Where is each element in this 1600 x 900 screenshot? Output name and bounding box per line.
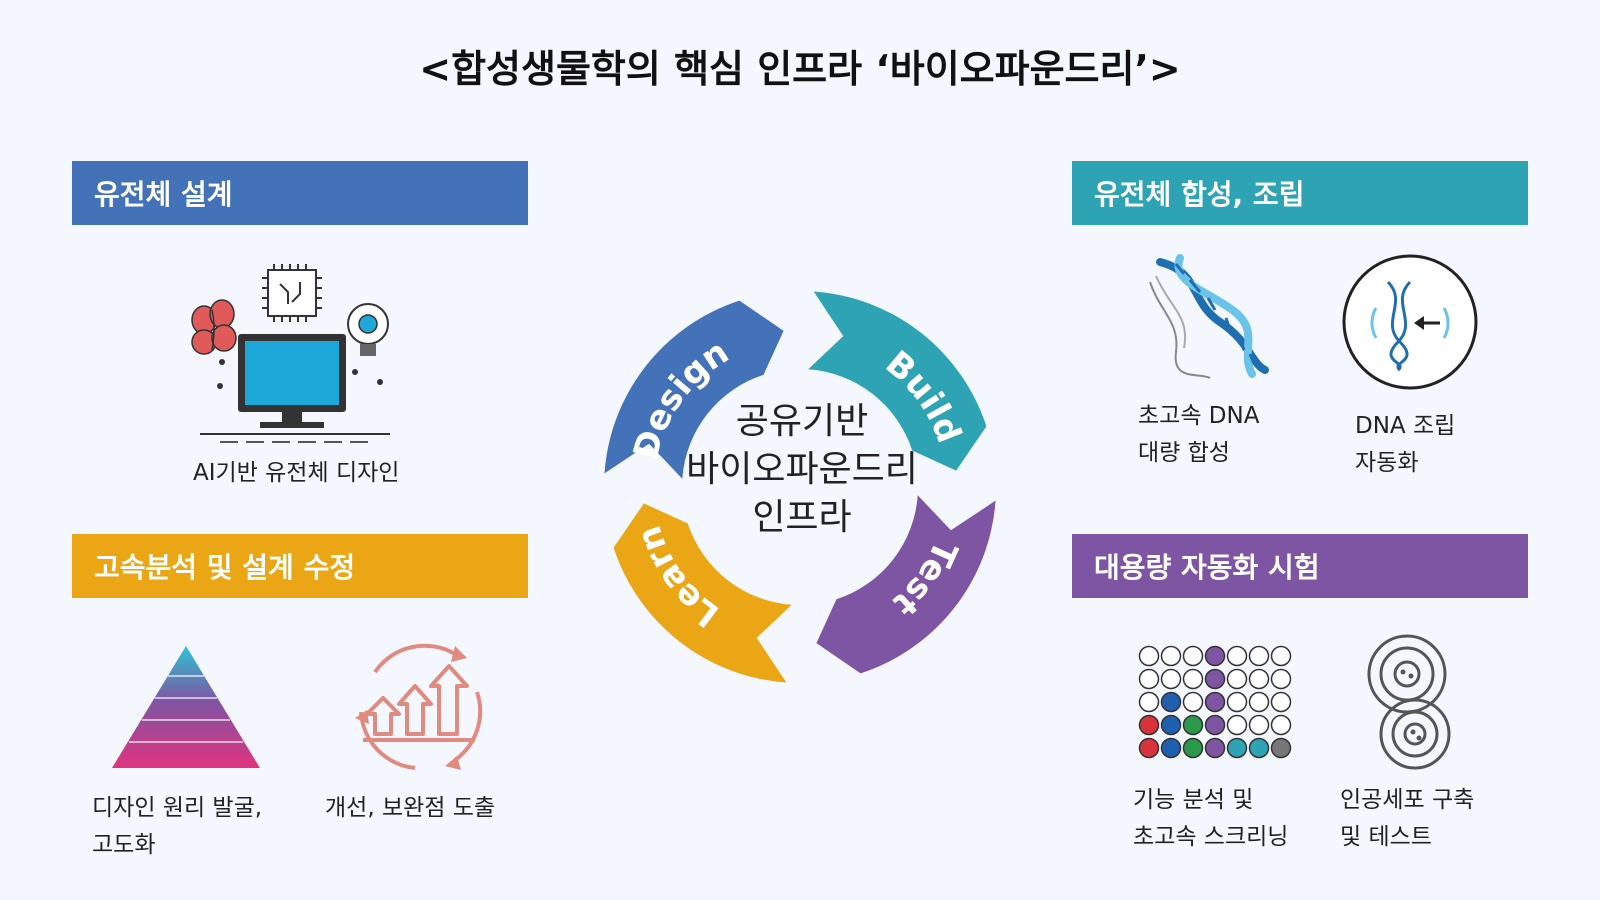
plate-well — [1204, 714, 1226, 736]
design-segment — [604, 300, 784, 479]
cycle-center-text: 공유기반 바이오파운드리 인프라 — [652, 398, 952, 542]
dna-assembly-caption: DNA 조립 자동화 — [1355, 408, 1455, 482]
plate-well — [1160, 668, 1182, 690]
test-header-label: 대용량 자동화 시험 — [1094, 551, 1320, 584]
plate-well — [1138, 737, 1160, 759]
artificial-cell-icon — [1355, 632, 1465, 772]
center-line: 인프라 — [752, 497, 852, 538]
plate-well — [1248, 645, 1270, 667]
plate-well — [1248, 668, 1270, 690]
plate-well — [1160, 714, 1182, 736]
improvement-caption: 개선, 보완점 도출 — [325, 790, 495, 827]
plate-well — [1204, 737, 1226, 759]
plate-well — [1204, 668, 1226, 690]
learn-segment — [613, 503, 792, 683]
dna-assembly-icon — [1340, 252, 1480, 392]
plate-well — [1248, 691, 1270, 713]
ai-computer-icon — [190, 262, 410, 447]
plate-well — [1204, 691, 1226, 713]
dbtl-cycle: Design Build Test Learn — [575, 262, 1025, 716]
dna-helix-icon — [1140, 252, 1280, 382]
plate-well — [1182, 714, 1204, 736]
plate-well — [1270, 714, 1292, 736]
plate-well — [1204, 645, 1226, 667]
plate-well — [1270, 691, 1292, 713]
caption-line: 기능 분석 및 — [1133, 787, 1254, 813]
caption-line: 인공세포 구축 — [1340, 787, 1475, 813]
caption-line: 고도화 — [92, 832, 156, 858]
plate-well — [1248, 737, 1270, 759]
caption-line: DNA 조립 — [1355, 413, 1456, 439]
plate-well — [1138, 645, 1160, 667]
plate-well — [1160, 737, 1182, 759]
caption-line: AI기반 유전체 디자인 — [193, 460, 400, 486]
build-segment — [808, 291, 987, 471]
learn-header-label: 고속분석 및 설계 수정 — [94, 551, 356, 584]
plate-well — [1138, 668, 1160, 690]
pyramid-icon — [108, 642, 264, 772]
plate-well — [1248, 714, 1270, 736]
caption-line: 초고속 DNA — [1138, 403, 1260, 429]
plate-well — [1182, 737, 1204, 759]
center-line: 바이오파운드리 — [686, 449, 918, 490]
plate-well — [1182, 668, 1204, 690]
plate-well — [1270, 645, 1292, 667]
plate-well — [1226, 691, 1248, 713]
center-line: 공유기반 — [735, 401, 869, 442]
page-title: <합성생물학의 핵심 인프라 ‘바이오파운드리’> — [419, 47, 1181, 91]
well-plate-icon — [1138, 645, 1298, 765]
test-segment — [816, 495, 996, 674]
plate-well — [1270, 737, 1292, 759]
dna-synthesis-caption: 초고속 DNA 대량 합성 — [1138, 398, 1259, 472]
artificial-cell-caption: 인공세포 구축 및 테스트 — [1340, 782, 1474, 856]
ai-design-caption: AI기반 유전체 디자인 — [193, 455, 399, 492]
plate-well — [1138, 714, 1160, 736]
learn-section-header: 고속분석 및 설계 수정 — [72, 534, 528, 598]
design-section-header: 유전체 설계 — [72, 161, 528, 225]
caption-line: 초고속 스크리닝 — [1133, 824, 1289, 850]
screening-caption: 기능 분석 및 초고속 스크리닝 — [1133, 782, 1288, 856]
caption-line: 자동화 — [1355, 450, 1419, 476]
growth-cycle-icon — [345, 632, 495, 782]
caption-line: 개선, 보완점 도출 — [325, 795, 496, 821]
plate-well — [1138, 691, 1160, 713]
caption-line: 디자인 원리 발굴, — [92, 795, 263, 821]
plate-well — [1226, 714, 1248, 736]
caption-line: 및 테스트 — [1340, 824, 1432, 850]
build-section-header: 유전체 합성, 조립 — [1072, 161, 1528, 225]
plate-well — [1226, 668, 1248, 690]
caption-line: 대량 합성 — [1138, 440, 1230, 466]
plate-well — [1160, 645, 1182, 667]
design-principle-caption: 디자인 원리 발굴, 고도화 — [92, 790, 262, 864]
plate-well — [1270, 668, 1292, 690]
plate-well — [1182, 645, 1204, 667]
plate-well — [1226, 737, 1248, 759]
design-header-label: 유전체 설계 — [94, 178, 233, 211]
test-section-header: 대용량 자동화 시험 — [1072, 534, 1528, 598]
build-header-label: 유전체 합성, 조립 — [1094, 178, 1305, 211]
plate-well — [1160, 691, 1182, 713]
plate-well — [1226, 645, 1248, 667]
plate-well — [1182, 691, 1204, 713]
